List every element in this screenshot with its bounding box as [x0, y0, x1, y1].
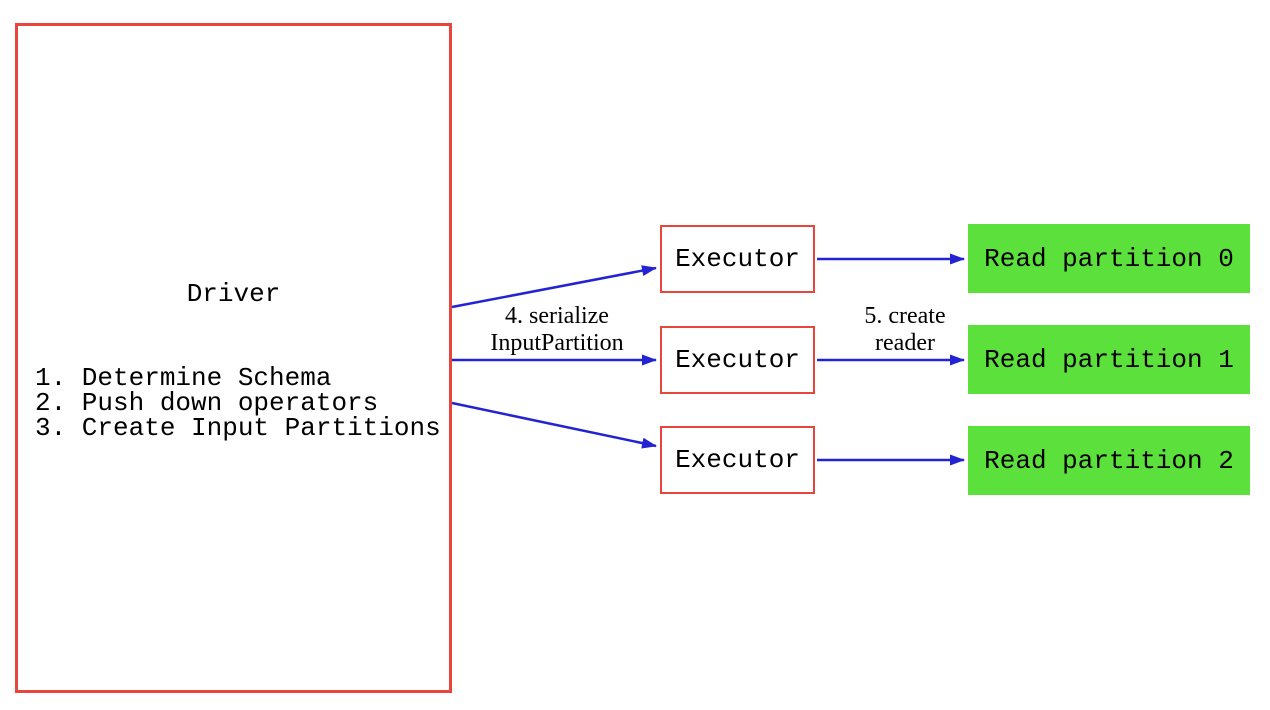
driver-step-2: 2. Push down operators: [35, 388, 379, 418]
read-partition-label: Read partition 1: [984, 344, 1234, 375]
label-create-reader-line-1: 5. create: [864, 303, 946, 329]
label-serialize-line-2: InputPartition: [490, 330, 624, 356]
executor-box-3: Executor: [660, 426, 815, 494]
driver-box: Driver 1. Determine Schema 2. Push down …: [15, 23, 452, 693]
read-partition-box-2: Read partition 2: [968, 426, 1250, 495]
read-partition-box-0: Read partition 0: [968, 224, 1250, 293]
label-create-reader: 5. create reader: [845, 303, 965, 357]
executor-label: Executor: [675, 345, 800, 375]
read-partition-label: Read partition 0: [984, 243, 1234, 274]
label-serialize-input-partition: 4. serialize InputPartition: [473, 303, 641, 357]
driver-title: Driver: [186, 279, 281, 309]
read-partition-label: Read partition 2: [984, 445, 1234, 476]
driver-steps: 1. Determine Schema 2. Push down operato…: [35, 363, 449, 443]
driver-step-3: 3. Create Input Partitions: [35, 413, 441, 443]
arrow-driver-to-executor-1: [451, 265, 657, 309]
label-serialize-line-1: 4. serialize: [505, 303, 609, 329]
arrow-driver-to-executor-3: [451, 401, 657, 449]
read-partition-box-1: Read partition 1: [968, 325, 1250, 394]
executor-label: Executor: [675, 445, 800, 475]
driver-step-1: 1. Determine Schema: [35, 363, 332, 393]
executor-box-2: Executor: [660, 326, 815, 394]
label-create-reader-line-2: reader: [875, 330, 935, 356]
executor-label: Executor: [675, 244, 800, 274]
executor-box-1: Executor: [660, 225, 815, 293]
